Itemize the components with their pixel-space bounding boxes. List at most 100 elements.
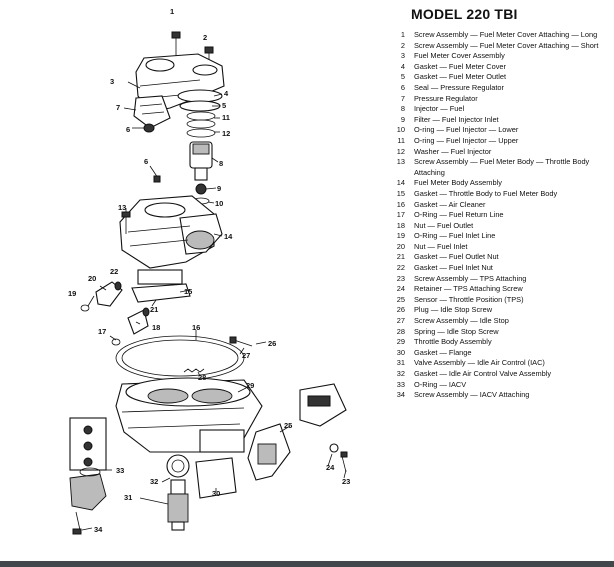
- legend-item: 32 Gasket — Idle Air Control Valve Assemb…: [388, 369, 610, 380]
- legend-item-text: Nut — Fuel Inlet: [414, 241, 468, 251]
- legend-item-text: Retainer — TPS Attaching Screw: [414, 284, 523, 294]
- part-14-fuel-meter-body: [119, 195, 223, 285]
- diagram-title: MODEL 220 TBI: [411, 6, 518, 22]
- part-26-27-28-idle-stop: [183, 336, 253, 373]
- legend-item-number: 33: [396, 379, 405, 389]
- legend-item-number: 21: [396, 252, 405, 262]
- legend-item-text: Seal — Pressure Regulator: [414, 82, 504, 92]
- legend-item-number: 2: [400, 40, 405, 50]
- legend-item-number: 22: [396, 263, 405, 273]
- callout-15: 15: [184, 287, 192, 296]
- legend-item-number: 31: [396, 358, 405, 368]
- legend-item-number: 16: [396, 199, 405, 209]
- bottom-bar: [0, 561, 614, 567]
- callout-5: 5: [222, 101, 226, 110]
- legend-item-number: 3: [400, 51, 405, 61]
- callout-12: 12: [222, 129, 230, 138]
- callout-9: 9: [217, 184, 221, 193]
- callout-6: 6: [126, 125, 130, 134]
- legend-item-number: 32: [396, 369, 405, 378]
- legend-item: 16 Gasket — Air Cleaner: [388, 200, 610, 211]
- legend-item: 2 Screw Assembly — Fuel Meter Cover Attac…: [388, 41, 610, 52]
- legend-item: 8 Injector — Fuel: [388, 104, 610, 115]
- callout-labels: 1 2 3 4 5 7 11 6 12 6 8 9 10 13 14 20 22…: [68, 7, 350, 534]
- legend-item-text: Throttle Body Assembly: [414, 337, 492, 347]
- part-screw-upper-left: [149, 165, 161, 183]
- callout-3: 3: [110, 77, 114, 86]
- legend-item-text: Screw Assembly — Fuel Meter Cover Attach…: [414, 40, 599, 50]
- part-23-24-retainer-screw: [329, 443, 348, 473]
- part-30-flange-gasket: [195, 457, 237, 499]
- callout-24: 24: [326, 463, 335, 472]
- legend-item-text: Injector — Fuel: [414, 104, 465, 114]
- part-11-12-orings: [186, 111, 216, 138]
- part-25-tps-sensor: [247, 423, 291, 481]
- legend-item-number: 5: [400, 72, 405, 82]
- legend-item-number: 14: [396, 178, 405, 188]
- legend-item-number: 17: [396, 210, 405, 220]
- legend-item-number: 1: [400, 30, 405, 39]
- legend-item-text: Fuel Meter Cover Assembly: [414, 51, 505, 61]
- callout-19: 19: [68, 289, 76, 298]
- part-19-oring: [80, 304, 90, 312]
- legend-item-number: 23: [396, 273, 405, 283]
- legend-item-text: Gasket — Air Cleaner: [414, 199, 486, 209]
- callout-33: 33: [116, 466, 124, 475]
- legend-item-text: Plug — Idle Stop Screw: [414, 305, 493, 315]
- part-34-screw: [72, 511, 82, 535]
- legend-item-text: Gasket — Flange: [414, 347, 472, 357]
- callout-8: 8: [219, 159, 223, 168]
- callout-23: 23: [342, 477, 350, 486]
- legend-item-number: 19: [396, 231, 405, 241]
- callout-14: 14: [224, 232, 233, 241]
- legend-item-number: 9: [400, 114, 405, 124]
- callout-29: 29: [246, 381, 254, 390]
- legend-item-number: 18: [396, 220, 405, 230]
- legend-item-text: Nut — Fuel Outlet: [414, 220, 474, 230]
- legend-item: 18 Nut — Fuel Outlet: [388, 221, 610, 232]
- legend-item-text: O-ring — Fuel Injector — Upper: [414, 135, 519, 145]
- callout-21: 21: [150, 305, 158, 314]
- legend-item-text: Screw Assembly — IACV Attaching: [414, 390, 530, 400]
- legend-item-number: 10: [396, 125, 405, 135]
- legend-item-text: O-ring — Fuel Injector — Lower: [414, 125, 519, 135]
- callout-26: 26: [268, 339, 276, 348]
- part-7-pressure-regulator: [133, 95, 171, 129]
- legend-item-number: 20: [396, 241, 405, 251]
- exploded-view-drawing: 1 2 3 4 5 7 11 6 12 6 8 9 10 13 14 20 22…: [68, 7, 350, 535]
- legend-item-number: 8: [400, 104, 405, 114]
- legend-item-number: 7: [400, 93, 405, 103]
- part-33-iacv-assembly: [69, 417, 107, 511]
- part-29-throttle-body: [115, 377, 263, 453]
- legend-item-text: Screw Assembly — TPS Attaching: [414, 273, 527, 283]
- legend-item-text: O-Ring — Fuel Return Line: [414, 210, 504, 220]
- legend-item-text: Gasket — Fuel Inlet Nut: [414, 263, 493, 273]
- callout-28: 28: [198, 373, 206, 382]
- legend-item-text: Gasket — Fuel Meter Cover: [414, 61, 507, 71]
- callout-6b: 6: [144, 157, 148, 166]
- legend-item-text: Gasket — Idle Air Control Valve Assembly: [414, 369, 552, 378]
- part-8-injector: [189, 141, 213, 181]
- legend-item-text: Sensor — Throttle Position (TPS): [414, 294, 524, 304]
- legend-item: 20 Nut — Fuel Inlet: [388, 242, 610, 253]
- callout-1: 1: [170, 7, 174, 16]
- legend-item-number: 15: [396, 188, 405, 198]
